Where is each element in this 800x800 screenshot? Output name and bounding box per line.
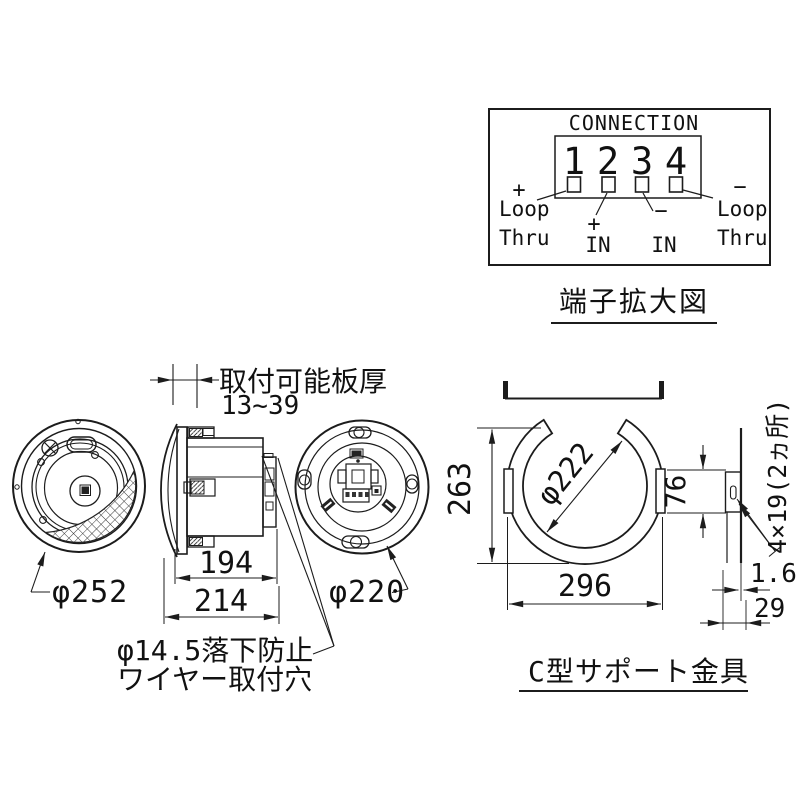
rear-inner-rim bbox=[304, 429, 420, 545]
dimension-76: 76 bbox=[659, 445, 726, 538]
terminal-screw-2 bbox=[601, 176, 616, 193]
dimension-194-label: 194 bbox=[199, 546, 253, 581]
board-thickness-range: 13~39 bbox=[221, 391, 299, 421]
front-diameter-label: φ252 bbox=[52, 575, 128, 610]
dimension-phi222: φ222 bbox=[530, 436, 623, 533]
side-bottom-clamp bbox=[187, 535, 215, 548]
front-rim-screw-left bbox=[14, 484, 20, 490]
front-dust-cap bbox=[69, 475, 101, 507]
bracket-left-tab bbox=[503, 468, 514, 514]
slot-label: 4×19(2ヵ所) bbox=[763, 399, 792, 554]
rear-clamps bbox=[297, 426, 419, 549]
dimension-29-label: 29 bbox=[754, 594, 785, 624]
front-rim-screw-top bbox=[75, 418, 81, 425]
terminal-leader-lines bbox=[536, 189, 714, 216]
label-left-loop: Loop bbox=[499, 197, 550, 221]
dimension-76-label: 76 bbox=[659, 475, 692, 509]
board-thickness-dimension: 取付可能板厚 13~39 bbox=[150, 364, 387, 421]
wire-hole-label-line1: φ14.5落下防止 bbox=[117, 634, 313, 667]
terminal-strip-border bbox=[554, 135, 702, 199]
c-bracket: 263 φ222 296 76 bbox=[443, 381, 797, 692]
front-inner-rim bbox=[20, 427, 138, 545]
dimension-296: 296 bbox=[507, 517, 663, 610]
side-grille-dome-inner bbox=[167, 428, 180, 553]
dimension-263: 263 bbox=[443, 427, 569, 564]
slot-callout: 4×19(2ヵ所) bbox=[736, 399, 792, 557]
rear-wire-hole-right bbox=[381, 498, 397, 514]
wire-hole-label-line2: ワイヤー取付穴 bbox=[117, 663, 312, 696]
label-left-sign: + bbox=[512, 178, 525, 203]
connection-panel: CONNECTION 1 2 3 4 + Loop Thru + IN − bbox=[488, 108, 771, 324]
label-in-plus: IN bbox=[585, 233, 610, 257]
rear-outer-rim bbox=[294, 419, 430, 555]
label-in-plus-sign: + bbox=[587, 212, 600, 237]
front-ring-screw-1 bbox=[37, 458, 45, 466]
label-in-minus: IN bbox=[651, 233, 676, 257]
rear-terminal-block bbox=[342, 488, 370, 503]
board-thickness-label: 取付可能板厚 bbox=[219, 365, 387, 398]
terminal-number-2: 2 bbox=[597, 140, 619, 183]
side-flange bbox=[176, 426, 188, 555]
terminal-labels: + Loop Thru + IN − IN − Loop Thru bbox=[499, 175, 768, 257]
connection-panel-border bbox=[488, 108, 771, 266]
dimension-214-label: 214 bbox=[194, 584, 248, 619]
front-ring-screw-3 bbox=[39, 516, 47, 524]
side-top-clamp bbox=[187, 426, 215, 439]
terminal-number-3: 3 bbox=[631, 140, 653, 183]
front-diameter-callout: φ252 bbox=[30, 551, 128, 610]
front-adjust-screw bbox=[41, 439, 59, 457]
rear-diameter-label: φ220 bbox=[329, 575, 405, 610]
dimension-phi222-label: φ222 bbox=[530, 436, 600, 512]
front-ring-screw-2 bbox=[91, 451, 99, 459]
terminal-screw-4 bbox=[668, 176, 684, 193]
speaker-rear-view: φ220 bbox=[294, 419, 430, 610]
label-right-thru: Thru bbox=[717, 226, 768, 250]
dimension-214: 214 bbox=[163, 558, 280, 624]
bracket-caption: C型サポート金具 bbox=[528, 655, 749, 688]
speaker-side-view: 取付可能板厚 13~39 194 214 φ14.5落下防止 ワイヤー取付穴 bbox=[117, 364, 387, 696]
bracket-right-tab bbox=[655, 468, 666, 514]
front-logo-mark bbox=[81, 486, 89, 494]
rear-label-mark bbox=[351, 450, 362, 457]
dimension-1-6: 1.6 bbox=[712, 559, 797, 601]
dimension-1-6-label: 1.6 bbox=[750, 559, 797, 589]
rear-wire-hole-left bbox=[320, 497, 336, 513]
dimension-263-label: 263 bbox=[443, 462, 478, 516]
front-grille-mesh bbox=[44, 469, 137, 543]
rear-switch-box bbox=[371, 485, 382, 496]
label-right-loop: Loop bbox=[717, 197, 768, 221]
rear-diameter-callout: φ220 bbox=[329, 545, 409, 610]
front-logo-plate bbox=[79, 484, 91, 496]
terminal-caption: 端子拡大図 bbox=[559, 285, 709, 318]
wire-hole-callout: φ14.5落下防止 ワイヤー取付穴 bbox=[117, 455, 335, 696]
rear-label-plate bbox=[349, 448, 364, 459]
dimension-194: 194 bbox=[174, 529, 278, 584]
terminal-number-4: 4 bbox=[665, 140, 687, 183]
label-right-sign: − bbox=[733, 175, 746, 200]
terminal-screw-3 bbox=[634, 176, 650, 193]
side-mid-clamp bbox=[183, 478, 216, 497]
dimension-29: 29 bbox=[700, 570, 785, 630]
terminal-screws bbox=[566, 176, 684, 193]
rear-center-screw bbox=[356, 459, 360, 463]
side-grille-dome-outer bbox=[160, 423, 178, 558]
front-handle-slot bbox=[66, 436, 97, 453]
bracket-top-profile bbox=[503, 381, 664, 400]
terminal-numbers: 1 2 3 4 bbox=[563, 140, 687, 183]
label-left-thru: Thru bbox=[499, 226, 550, 250]
connection-title: CONNECTION bbox=[569, 111, 699, 135]
bracket-c-ring bbox=[506, 418, 664, 565]
speaker-front-view: φ252 bbox=[12, 418, 146, 610]
terminal-number-1: 1 bbox=[563, 140, 585, 183]
dimension-296-label: 296 bbox=[558, 569, 612, 604]
terminal-screw-1 bbox=[566, 176, 582, 193]
label-in-minus-sign: − bbox=[654, 199, 667, 224]
bracket-side-profile bbox=[724, 428, 743, 563]
rear-transformer bbox=[337, 463, 379, 490]
